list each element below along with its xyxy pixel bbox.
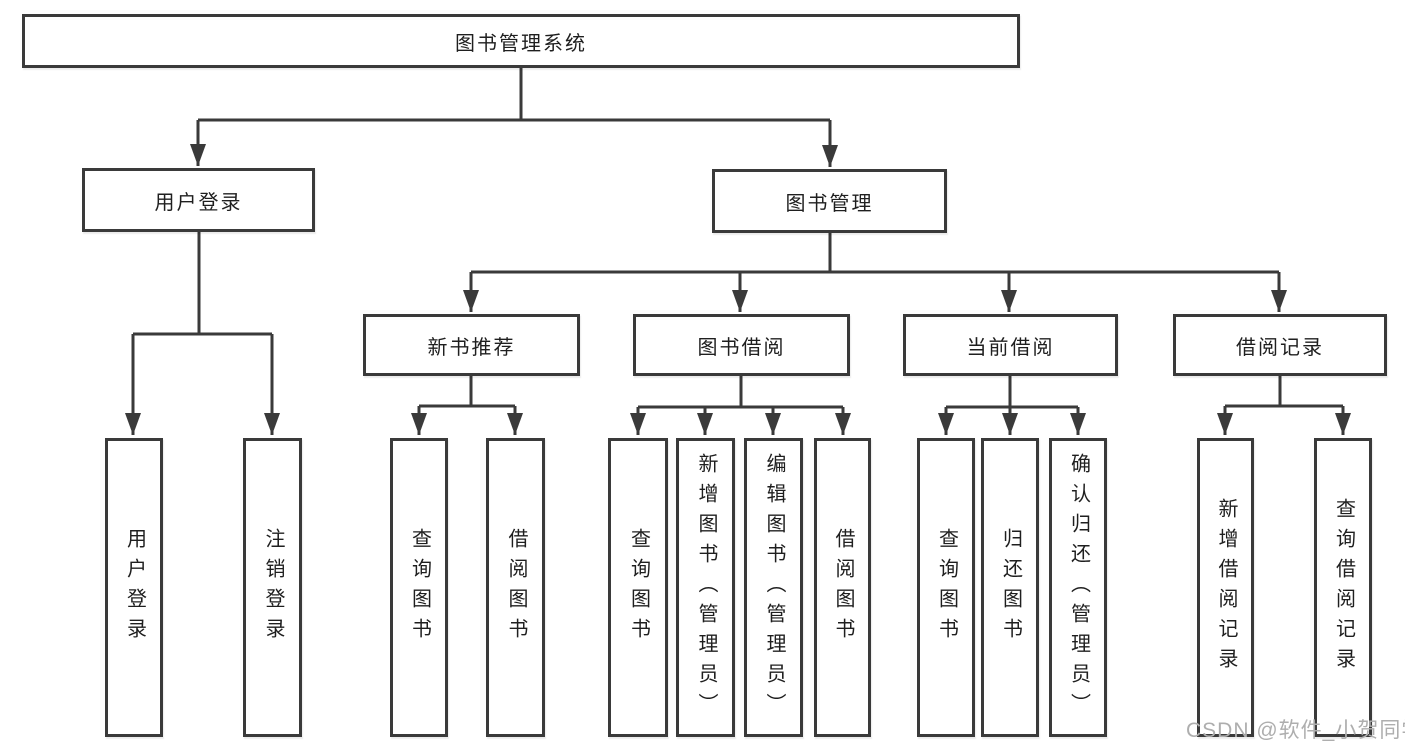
node-label: 新增借阅记录 <box>1215 497 1237 678</box>
node-label: 注销登录 <box>262 527 284 648</box>
node-label: 用户登录 <box>123 527 146 648</box>
connector-new-books-stem <box>419 376 515 408</box>
leaf-current-confirm-return-admin: 确认归还（管理员） <box>1049 438 1107 737</box>
node-user-login-branch: 用户登录 <box>82 168 315 232</box>
leaf-newbook-query-books: 查询图书 <box>390 438 448 737</box>
node-book-mgmt-branch: 图书管理 <box>712 169 947 233</box>
leaf-borrow-query-books: 查询图书 <box>608 438 668 737</box>
node-label: 编辑图书（管理员） <box>763 452 785 723</box>
leaf-borrow-borrow-books: 借阅图书 <box>814 438 871 737</box>
connector-book-borrow-stem <box>638 376 843 409</box>
leaf-borrow-edit-books-admin: 编辑图书（管理员） <box>744 438 803 737</box>
node-label: 图书管理 <box>785 192 874 215</box>
node-label: 查询图书 <box>408 527 431 648</box>
connector-root-stem <box>198 66 830 122</box>
node-book-borrowing: 图书借阅 <box>633 314 850 376</box>
node-label: 归还图书 <box>999 527 1022 648</box>
node-label: 新增图书（管理员） <box>695 452 717 723</box>
node-label: 借阅图书 <box>832 527 854 648</box>
connector-borrow-records-stem <box>1225 376 1343 408</box>
csdn-watermark: CSDN @软件_小贺同学 <box>1186 719 1405 742</box>
leaf-logout: 注销登录 <box>243 438 302 737</box>
node-root-system: 图书管理系统 <box>22 14 1020 68</box>
leaf-record-add: 新增借阅记录 <box>1197 438 1254 737</box>
node-borrowing-records: 借阅记录 <box>1173 314 1387 376</box>
connector-user-login-stem <box>133 232 272 336</box>
node-label: 借阅图书 <box>505 527 527 648</box>
connector-book-mgmt-stem <box>471 233 1279 274</box>
node-label: 确认归还（管理员） <box>1067 452 1090 723</box>
leaf-borrow-add-books-admin: 新增图书（管理员） <box>676 438 735 737</box>
leaf-newbook-borrow-books: 借阅图书 <box>486 438 545 737</box>
leaf-record-query: 查询借阅记录 <box>1314 438 1372 737</box>
node-label: 图书借阅 <box>697 336 786 359</box>
node-new-book-recommend: 新书推荐 <box>363 314 580 376</box>
node-label: 查询图书 <box>627 527 650 648</box>
connector-current-borrow-stem <box>946 376 1078 409</box>
node-label: 图书管理系统 <box>455 32 587 55</box>
leaf-user-login: 用户登录 <box>105 438 163 737</box>
node-label: 当前借阅 <box>966 336 1055 359</box>
leaf-current-query-books: 查询图书 <box>917 438 975 737</box>
leaf-current-return-books: 归还图书 <box>981 438 1039 737</box>
node-label: 新书推荐 <box>427 336 516 359</box>
node-current-borrowing: 当前借阅 <box>903 314 1118 376</box>
node-label: 查询图书 <box>935 527 958 648</box>
node-label: 借阅记录 <box>1236 336 1324 359</box>
node-label: 用户登录 <box>154 191 243 214</box>
node-label: 查询借阅记录 <box>1332 497 1355 678</box>
